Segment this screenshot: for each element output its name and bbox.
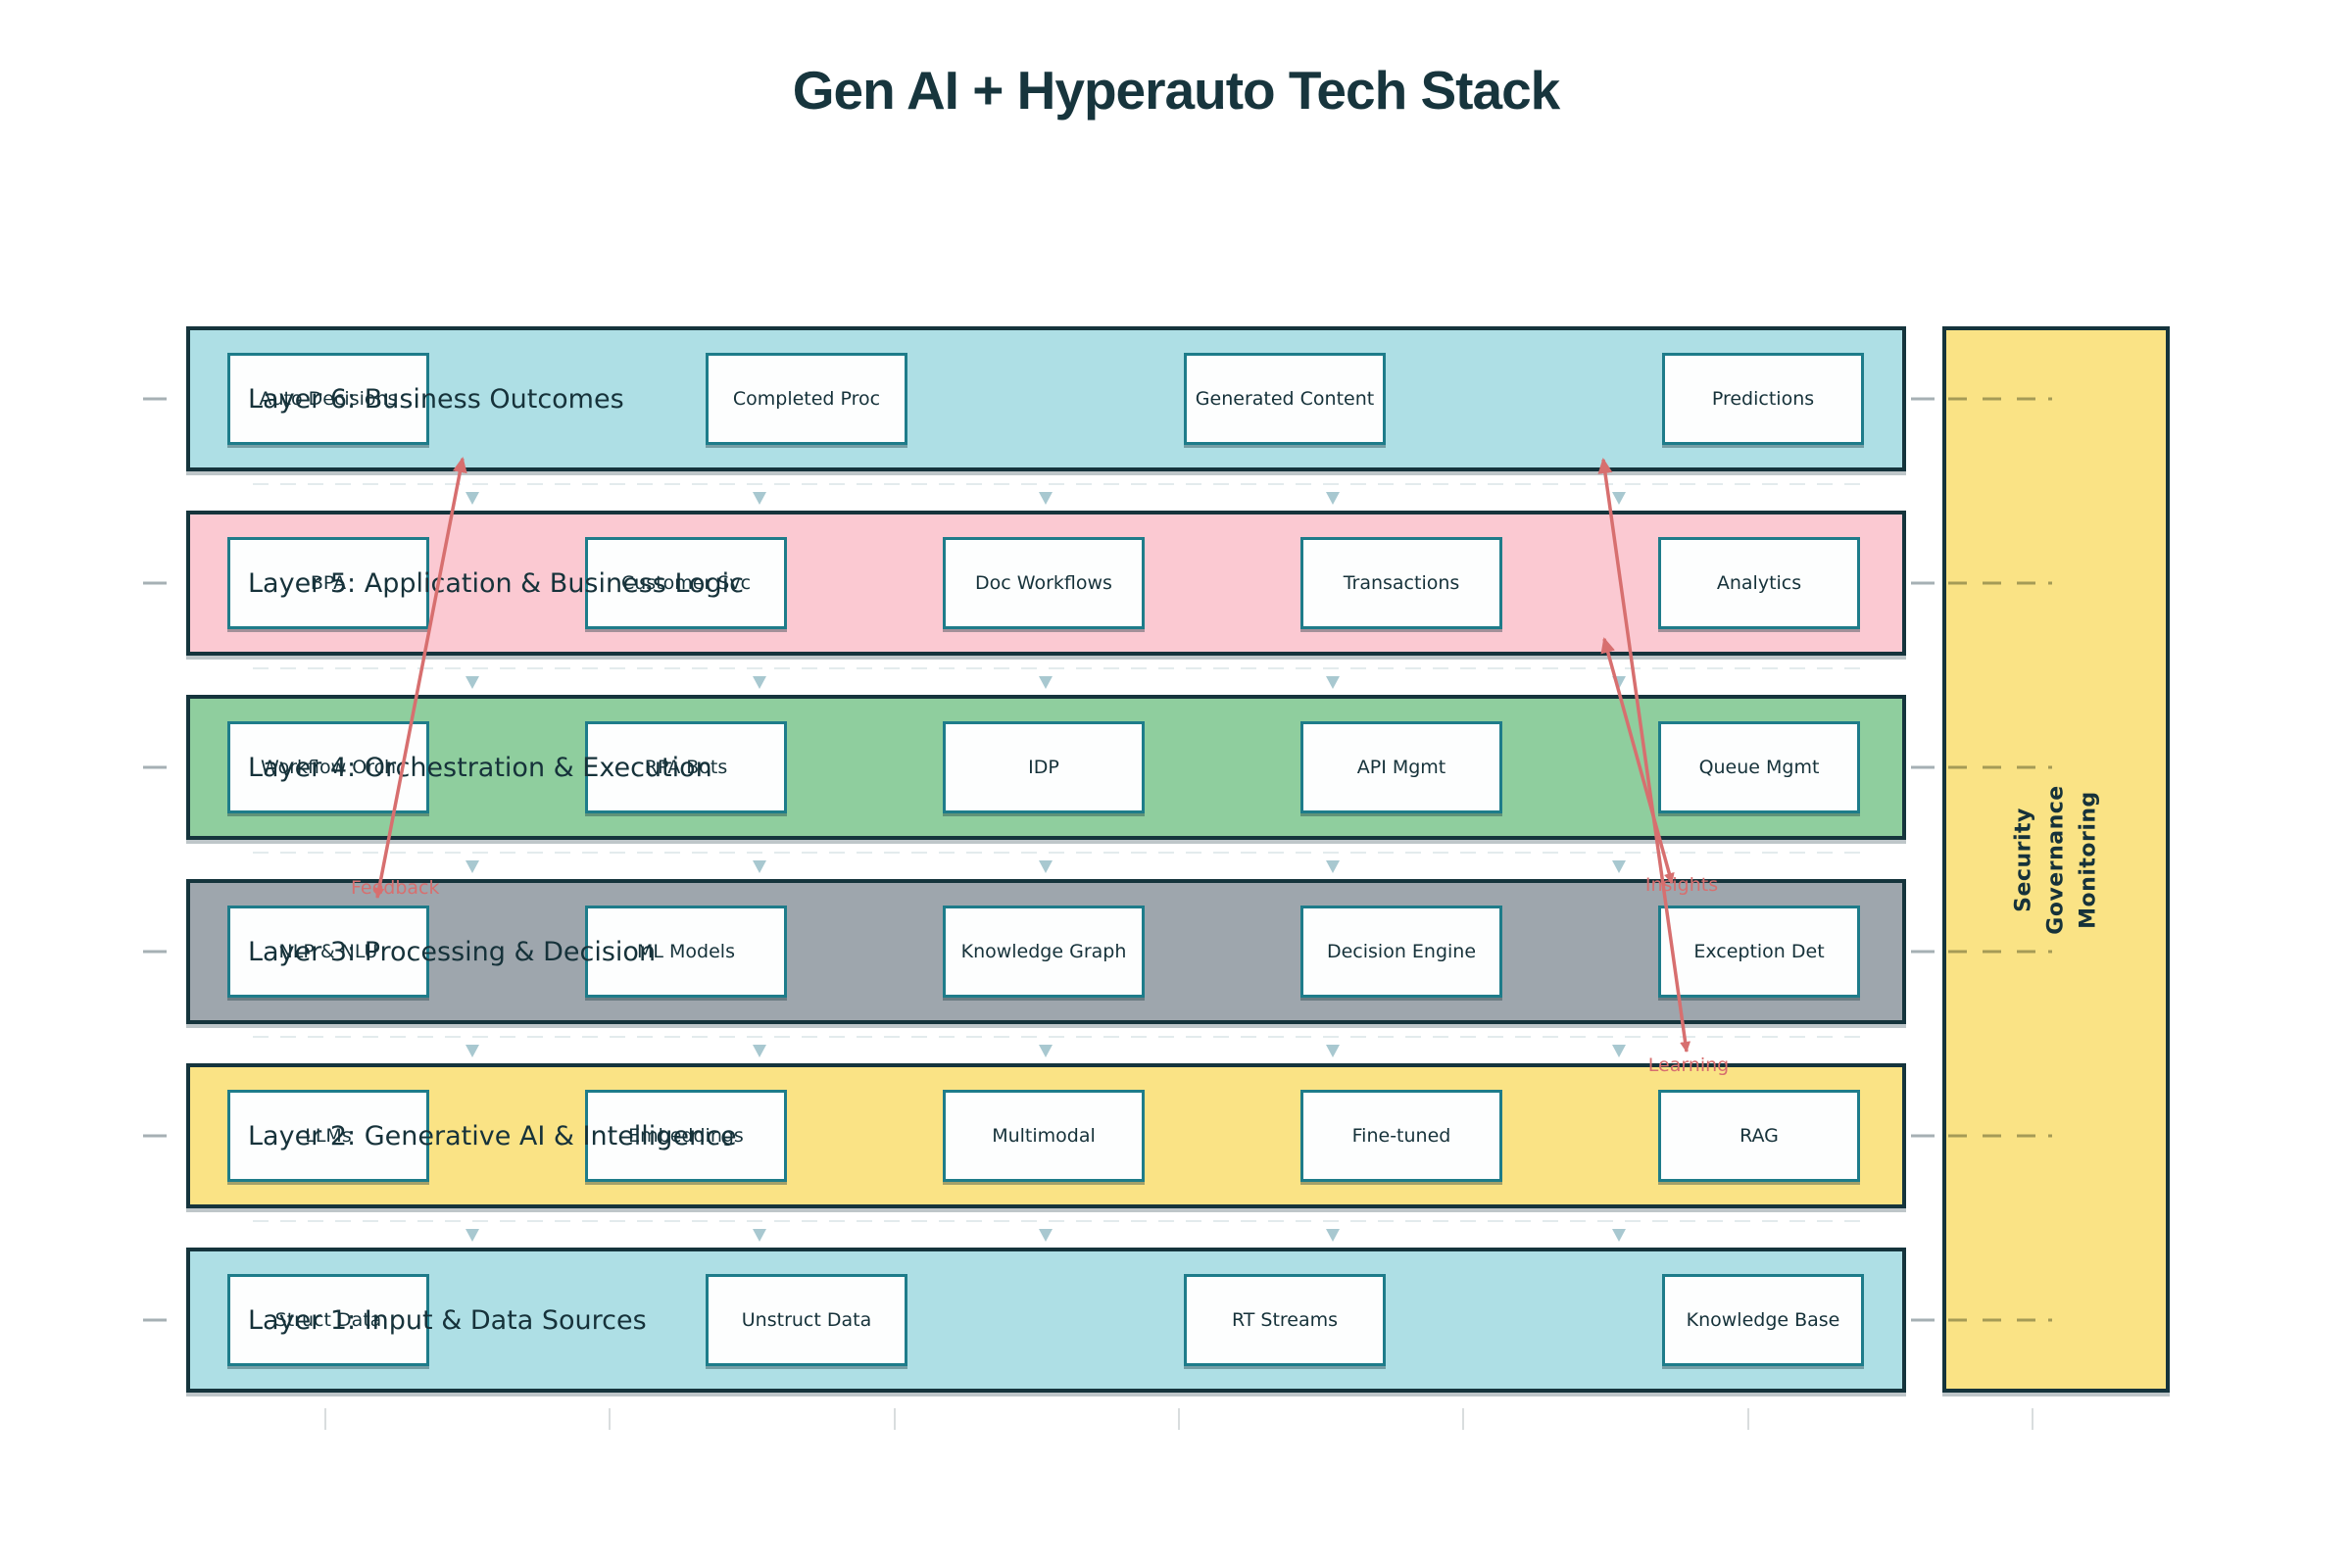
down-arrow-icon <box>1326 1229 1340 1242</box>
component-label: ML Models <box>637 941 735 962</box>
component-label: Customer Svc <box>620 572 752 594</box>
layer-label-4: Layer 4: Orchestration & Execution <box>248 752 712 783</box>
component-label: LLMs <box>305 1125 352 1147</box>
down-arrow-icon <box>1326 492 1340 505</box>
component-label: IDP <box>1028 757 1059 778</box>
down-arrow-icon <box>753 676 766 689</box>
component-box-generated-content: Generated Content <box>1184 353 1386 445</box>
down-arrow-icon <box>1326 860 1340 873</box>
component-box-queue-mgmt: Queue Mgmt <box>1658 721 1860 813</box>
down-arrow-icon <box>753 1045 766 1057</box>
component-label: Fine-tuned <box>1351 1125 1451 1147</box>
component-label: BPA <box>310 572 347 594</box>
component-label: Predictions <box>1711 388 1815 410</box>
component-box-llms: LLMs <box>227 1090 429 1182</box>
component-label: Knowledge Base <box>1686 1309 1840 1331</box>
component-box-rpa-bots: RPA Bots <box>585 721 787 813</box>
layer-label-1: Layer 1: Input & Data Sources <box>248 1304 647 1336</box>
down-arrow-icon <box>466 1045 479 1057</box>
down-arrow-icon <box>753 1229 766 1242</box>
layer-label-2: Layer 2: Generative AI & Intelligence <box>248 1120 737 1152</box>
component-label: Workflow Orch <box>260 757 397 778</box>
component-label: Decision Engine <box>1326 941 1477 962</box>
component-label: RPA Bots <box>644 757 728 778</box>
component-box-rag: RAG <box>1658 1090 1860 1182</box>
layer-label-5: Layer 5: Application & Business Logic <box>248 567 745 599</box>
down-arrow-icon <box>1039 676 1053 689</box>
component-box-unstruct-data: Unstruct Data <box>706 1274 907 1366</box>
component-label: Unstruct Data <box>741 1309 872 1331</box>
component-box-knowledge-graph: Knowledge Graph <box>943 906 1145 998</box>
down-arrow-icon <box>1612 492 1626 505</box>
down-arrow-icon <box>1039 1229 1053 1242</box>
layer-band-4: Workflow Orch RPA Bots IDP API Mgmt Queue Mg… <box>186 695 1906 840</box>
component-label: Auto Decisions <box>259 388 398 410</box>
component-box-customer-svc: Customer Svc <box>585 537 787 629</box>
component-box-analytics: Analytics <box>1658 537 1860 629</box>
down-arrow-icon <box>753 860 766 873</box>
down-arrow-icon <box>466 1229 479 1242</box>
layer-label-6: Layer 6: Business Outcomes <box>248 383 624 415</box>
layer-band-5: BPA Customer Svc Doc Workflows Transactions… <box>186 511 1906 656</box>
down-arrow-icon <box>466 676 479 689</box>
security-governance-label: Security Governance Monitoring <box>2007 785 2104 934</box>
down-arrow-icon <box>1612 676 1626 689</box>
component-box-multimodal: Multimodal <box>943 1090 1145 1182</box>
down-arrow-icon <box>1612 860 1626 873</box>
component-box-exception-det: Exception Det <box>1658 906 1860 998</box>
layer-band-2: LLMs Embeddings Multimodal Fine-tuned RAG Lay… <box>186 1063 1906 1208</box>
component-box-auto-decisions: Auto Decisions <box>227 353 429 445</box>
component-box-api-mgmt: API Mgmt <box>1300 721 1502 813</box>
component-box-struct-data: Struct Data <box>227 1274 429 1366</box>
component-box-decision-engine: Decision Engine <box>1300 906 1502 998</box>
down-arrow-icon <box>1326 1045 1340 1057</box>
down-arrow-icon <box>1039 1045 1053 1057</box>
sidebar-line-monitoring: Monitoring <box>2076 790 2101 929</box>
component-box-rt-streams: RT Streams <box>1184 1274 1386 1366</box>
component-label: Analytics <box>1716 572 1802 594</box>
layer-band-6: Auto Decisions Completed Proc Generated Co… <box>186 326 1906 471</box>
component-label: NLP & NLU <box>278 941 378 962</box>
component-box-fine-tuned: Fine-tuned <box>1300 1090 1502 1182</box>
component-label: Struct Data <box>274 1309 382 1331</box>
page-title: Gen AI + Hyperauto Tech Stack <box>792 60 1561 121</box>
down-arrow-icon <box>1612 1229 1626 1242</box>
component-label: Generated Content <box>1195 388 1375 410</box>
component-box-nlp-nlu: NLP & NLU <box>227 906 429 998</box>
component-label: RT Streams <box>1231 1309 1339 1331</box>
component-box-completed-proc: Completed Proc <box>706 353 907 445</box>
sidebar-line-security: Security <box>2011 807 2036 912</box>
component-label: API Mgmt <box>1356 757 1446 778</box>
component-label: Transactions <box>1343 572 1460 594</box>
component-label: Multimodal <box>992 1125 1096 1147</box>
component-label: Queue Mgmt <box>1698 757 1820 778</box>
component-label: Exception Det <box>1693 941 1825 962</box>
component-label: Completed Proc <box>732 388 881 410</box>
component-box-ml-models: ML Models <box>585 906 787 998</box>
component-label: RAG <box>1740 1125 1779 1147</box>
down-arrow-icon <box>1039 492 1053 505</box>
component-box-predictions: Predictions <box>1662 353 1864 445</box>
down-arrow-icon <box>466 492 479 505</box>
down-arrow-icon <box>753 492 766 505</box>
component-box-transactions: Transactions <box>1300 537 1502 629</box>
layer-band-3: NLP & NLU ML Models Knowledge Graph Decisio… <box>186 879 1906 1024</box>
down-arrow-icon <box>1039 860 1053 873</box>
sidebar-line-governance: Governance <box>2043 784 2069 935</box>
layer-band-1: Struct Data Unstruct Data RT Streams Knowle… <box>186 1248 1906 1393</box>
down-arrow-icon <box>1326 676 1340 689</box>
component-label: Embeddings <box>628 1125 744 1147</box>
layer-label-3: Layer 3: Processing & Decision <box>248 936 657 967</box>
down-arrow-icon <box>466 860 479 873</box>
component-label: Doc Workflows <box>975 572 1112 594</box>
component-box-idp: IDP <box>943 721 1145 813</box>
component-box-knowledge-base: Knowledge Base <box>1662 1274 1864 1366</box>
component-label: Knowledge Graph <box>960 941 1127 962</box>
component-box-doc-workflows: Doc Workflows <box>943 537 1145 629</box>
component-box-embeddings: Embeddings <box>585 1090 787 1182</box>
down-arrow-icon <box>1612 1045 1626 1057</box>
security-governance-sidebar: Security Governance Monitoring <box>1942 326 2170 1393</box>
